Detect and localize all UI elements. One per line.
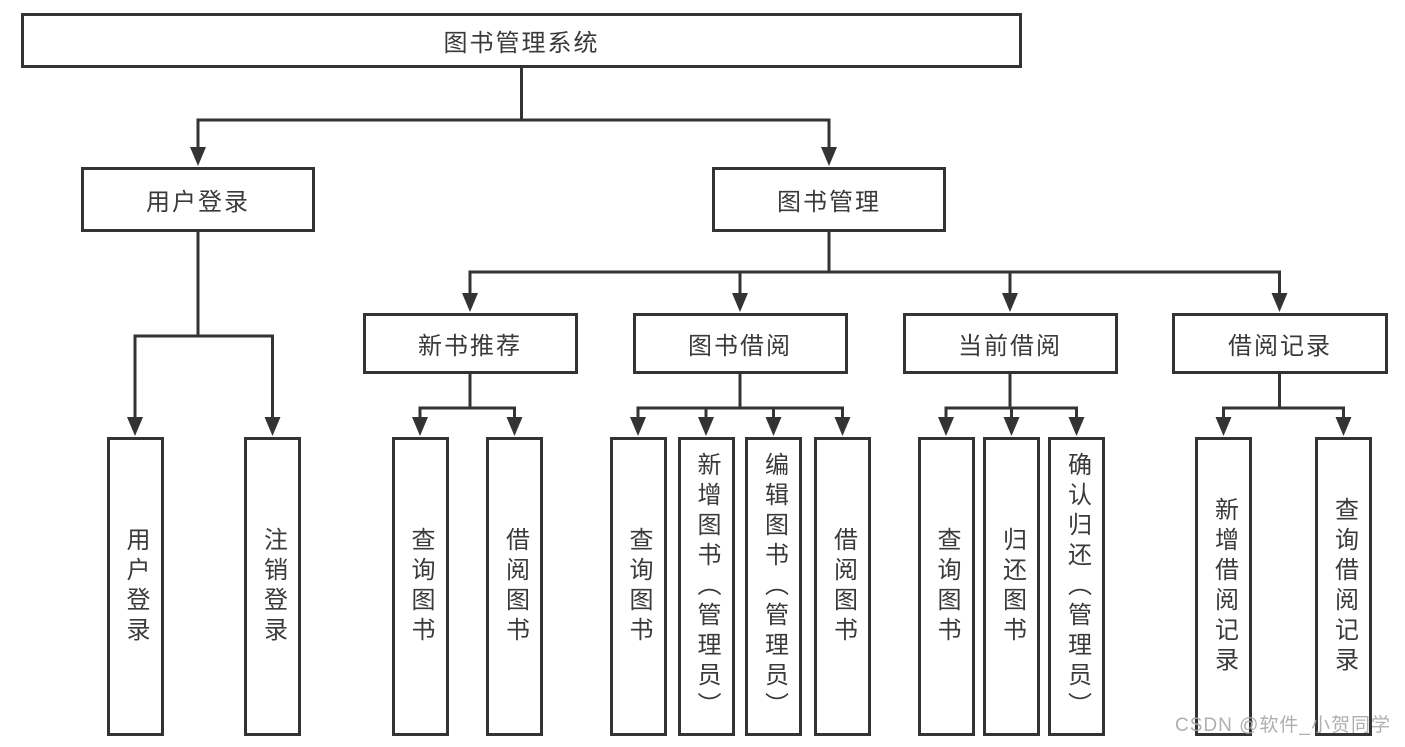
arrowhead-icon	[127, 417, 143, 436]
leaf-borrow-books: 借阅图书	[814, 437, 871, 736]
node-label: 查询图书	[933, 526, 960, 647]
arrowhead-icon	[264, 417, 281, 436]
leaf-add-borrow-record: 新增借阅记录	[1195, 437, 1252, 736]
node-borrowing-records: 借阅记录	[1172, 313, 1388, 374]
node-label: 用户登录	[122, 526, 149, 647]
arrowhead-icon	[732, 293, 748, 312]
arrowhead-icon	[821, 147, 837, 166]
node-label: 查询图书	[407, 526, 434, 647]
node-label: 查询借阅记录	[1330, 496, 1358, 677]
connector-book-borrowing-to-leaves	[636, 374, 844, 420]
node-user-login: 用户登录	[81, 167, 315, 232]
arrowhead-icon	[1271, 293, 1288, 312]
node-root-library-management-system: 图书管理系统	[21, 13, 1022, 68]
leaf-user-login: 用户登录	[106, 437, 164, 736]
node-label: 用户登录	[146, 189, 250, 216]
node-label: 图书管理	[777, 189, 881, 216]
connector-root-to-level1	[196, 68, 831, 150]
arrowhead-icon	[834, 417, 851, 436]
node-label: 编辑图书（管理员）	[760, 451, 788, 722]
node-label: 图书借阅	[688, 333, 792, 360]
connector-user-login-to-leaves	[133, 232, 274, 420]
arrowhead-icon	[1068, 417, 1085, 436]
leaf-edit-books-admin: 编辑图书（管理员）	[745, 437, 802, 736]
connector-book-management-to-level2	[468, 232, 1281, 296]
leaf-confirm-return-admin: 确认归还（管理员）	[1048, 437, 1105, 736]
arrowhead-icon	[506, 417, 523, 436]
node-label: 图书管理系统	[443, 30, 600, 57]
connector-new-book-recommend-to-leaves	[418, 374, 516, 420]
arrowhead-icon	[412, 417, 428, 436]
leaf-borrow-books-recommend: 借阅图书	[486, 437, 543, 736]
arrowhead-icon	[190, 147, 206, 166]
node-book-borrowing: 图书借阅	[632, 313, 848, 374]
leaf-query-books-borrowing: 查询图书	[609, 437, 667, 736]
node-current-borrowing: 当前借阅	[902, 313, 1118, 374]
leaf-return-books: 归还图书	[983, 437, 1040, 736]
node-new-book-recommend: 新书推荐	[362, 313, 578, 374]
leaf-add-books-admin: 新增图书（管理员）	[677, 437, 735, 736]
node-label: 归还图书	[998, 526, 1026, 647]
node-book-management: 图书管理	[712, 167, 946, 232]
connector-borrowing-records-to-leaves	[1222, 374, 1345, 420]
node-label: 新增图书（管理员）	[693, 451, 720, 722]
node-label: 借阅图书	[829, 526, 857, 647]
leaf-query-books-current: 查询图书	[917, 437, 975, 736]
arrowhead-icon	[765, 417, 782, 436]
node-label: 新增借阅记录	[1210, 496, 1238, 677]
node-label: 借阅记录	[1228, 333, 1332, 360]
arrowhead-icon	[462, 293, 478, 312]
node-label: 当前借阅	[958, 333, 1062, 360]
arrowhead-icon	[1003, 417, 1020, 436]
leaf-query-books-recommend: 查询图书	[391, 437, 449, 736]
arrowhead-icon	[698, 417, 714, 436]
arrowhead-icon	[630, 417, 646, 436]
node-label: 借阅图书	[501, 526, 529, 647]
arrowhead-icon	[1335, 417, 1352, 436]
node-label: 注销登录	[259, 526, 287, 647]
leaf-logout: 注销登录	[244, 437, 301, 736]
connector-current-borrowing-to-leaves	[944, 374, 1078, 420]
node-label: 查询图书	[625, 526, 652, 647]
arrowhead-icon	[1002, 293, 1018, 312]
csdn-watermark: CSDN @软件_小贺同学	[1175, 715, 1391, 736]
node-label: 确认归还（管理员）	[1063, 451, 1091, 722]
arrowhead-icon	[938, 417, 954, 436]
node-label: 新书推荐	[418, 333, 522, 360]
arrowhead-icon	[1215, 417, 1232, 436]
leaf-query-borrow-record: 查询借阅记录	[1315, 437, 1372, 736]
